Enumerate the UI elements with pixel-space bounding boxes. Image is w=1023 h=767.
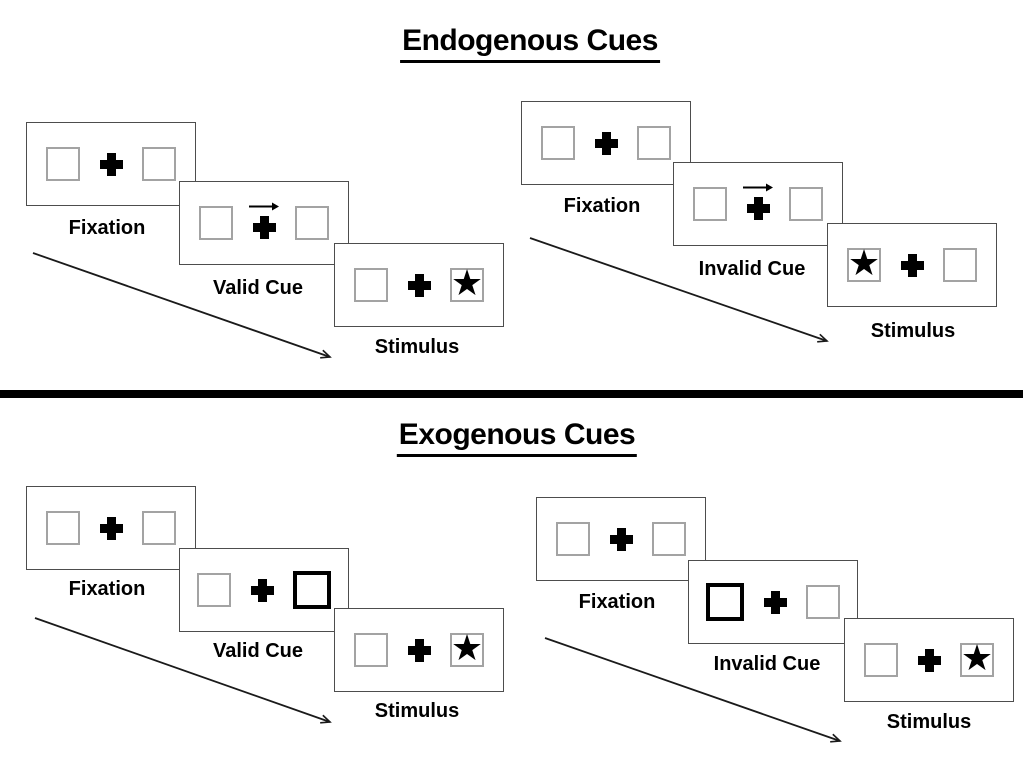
fixation-area [94, 511, 128, 545]
fixation-cross-icon [407, 273, 431, 297]
fixation-area [758, 585, 792, 619]
fixation-area [604, 522, 638, 556]
fixation-area [247, 202, 281, 240]
placeholder-square-right [142, 147, 176, 181]
trial-card-invalid-cue [673, 162, 843, 246]
trial-card-stimulus: ★ [844, 618, 1014, 702]
card-label: Valid Cue [212, 640, 304, 662]
trial-card-fixation [536, 497, 706, 581]
card-label: Stimulus [374, 336, 460, 358]
cue-highlight-square-right [293, 571, 331, 609]
placeholder-square-left [541, 126, 575, 160]
fixation-cross-icon [252, 216, 276, 239]
placeholder-square-left [46, 147, 80, 181]
card-label: Fixation [578, 591, 656, 613]
card-label: Invalid Cue [713, 653, 821, 675]
trial-card-valid-cue [179, 181, 349, 265]
fixation-area [895, 248, 929, 282]
placeholder-square-right [295, 206, 329, 240]
timeline-arrow [32, 252, 332, 359]
card-label: Fixation [68, 578, 146, 600]
placeholder-square-right [806, 585, 840, 619]
placeholder-square-right [637, 126, 671, 160]
placeholder-square-right [142, 511, 176, 545]
trial-card-stimulus: ★ [827, 223, 997, 307]
cue-arrow-right-icon [249, 201, 279, 212]
target-star-icon: ★ [450, 628, 484, 669]
trial-card-fixation [521, 101, 691, 185]
placeholder-square-right [652, 522, 686, 556]
card-label: Fixation [68, 217, 146, 239]
card-label: Valid Cue [212, 277, 304, 299]
fixation-cross-icon [917, 648, 941, 672]
target-square-right: ★ [960, 638, 994, 679]
trial-card-fixation [26, 486, 196, 570]
fixation-area [402, 268, 436, 302]
fixation-cross-icon [250, 578, 274, 602]
trial-card-invalid-cue [688, 560, 858, 644]
placeholder-square-left [46, 511, 80, 545]
card-label: Stimulus [870, 320, 956, 342]
fixation-area [912, 643, 946, 677]
trial-card-stimulus: ★ [334, 608, 504, 692]
fixation-cross-icon [609, 527, 633, 551]
fixation-area [245, 573, 279, 607]
target-square-right: ★ [450, 263, 484, 304]
placeholder-square-right [789, 187, 823, 221]
target-square-right: ★ [450, 628, 484, 669]
fixation-cross-icon [407, 638, 431, 662]
fixation-cross-icon [594, 131, 618, 155]
fixation-cross-icon [99, 152, 123, 176]
placeholder-square-left [556, 522, 590, 556]
target-star-icon: ★ [450, 263, 484, 304]
fixation-cross-icon [746, 197, 770, 220]
card-label: Stimulus [886, 711, 972, 733]
timeline-arrow [544, 637, 842, 743]
timeline-arrow [34, 617, 332, 724]
fixation-area [402, 633, 436, 667]
placeholder-square-left [354, 268, 388, 302]
placeholder-square-left [693, 187, 727, 221]
card-label: Invalid Cue [698, 258, 806, 280]
cue-arrow-right-icon [743, 182, 773, 193]
cue-highlight-square-left [706, 583, 744, 621]
section-title-exogenous: Exogenous Cues [396, 418, 638, 457]
trial-card-fixation [26, 122, 196, 206]
fixation-area [94, 147, 128, 181]
card-label: Fixation [563, 195, 641, 217]
fixation-cross-icon [900, 253, 924, 277]
target-star-icon: ★ [960, 638, 994, 679]
timeline-arrow [529, 237, 829, 343]
card-label: Stimulus [374, 700, 460, 722]
fixation-area [589, 126, 623, 160]
target-square-left: ★ [847, 243, 881, 284]
trial-card-stimulus: ★ [334, 243, 504, 327]
section-title-endogenous: Endogenous Cues [400, 24, 660, 63]
placeholder-square-right [943, 248, 977, 282]
section-divider [0, 390, 1023, 398]
placeholder-square-left [197, 573, 231, 607]
trial-card-valid-cue [179, 548, 349, 632]
fixation-area [741, 183, 775, 221]
placeholder-square-left [354, 633, 388, 667]
target-star-icon: ★ [847, 243, 881, 284]
fixation-cross-icon [763, 590, 787, 614]
placeholder-square-left [199, 206, 233, 240]
fixation-cross-icon [99, 516, 123, 540]
placeholder-square-left [864, 643, 898, 677]
